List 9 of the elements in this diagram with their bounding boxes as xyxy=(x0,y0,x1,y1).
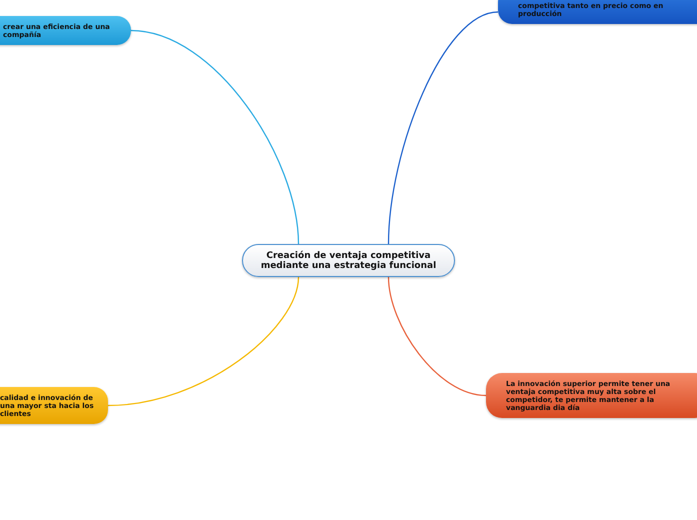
topic-box xyxy=(486,373,697,418)
connector-line xyxy=(388,276,486,396)
topic-box xyxy=(0,387,108,424)
topic-box xyxy=(0,16,131,45)
connector-line xyxy=(108,276,300,406)
connector-line xyxy=(130,30,300,244)
central-topic xyxy=(242,244,455,277)
connector-line xyxy=(388,11,498,244)
topic-title: Creación de ventaja competitiva mediante una estrategia funcional xyxy=(260,250,438,270)
